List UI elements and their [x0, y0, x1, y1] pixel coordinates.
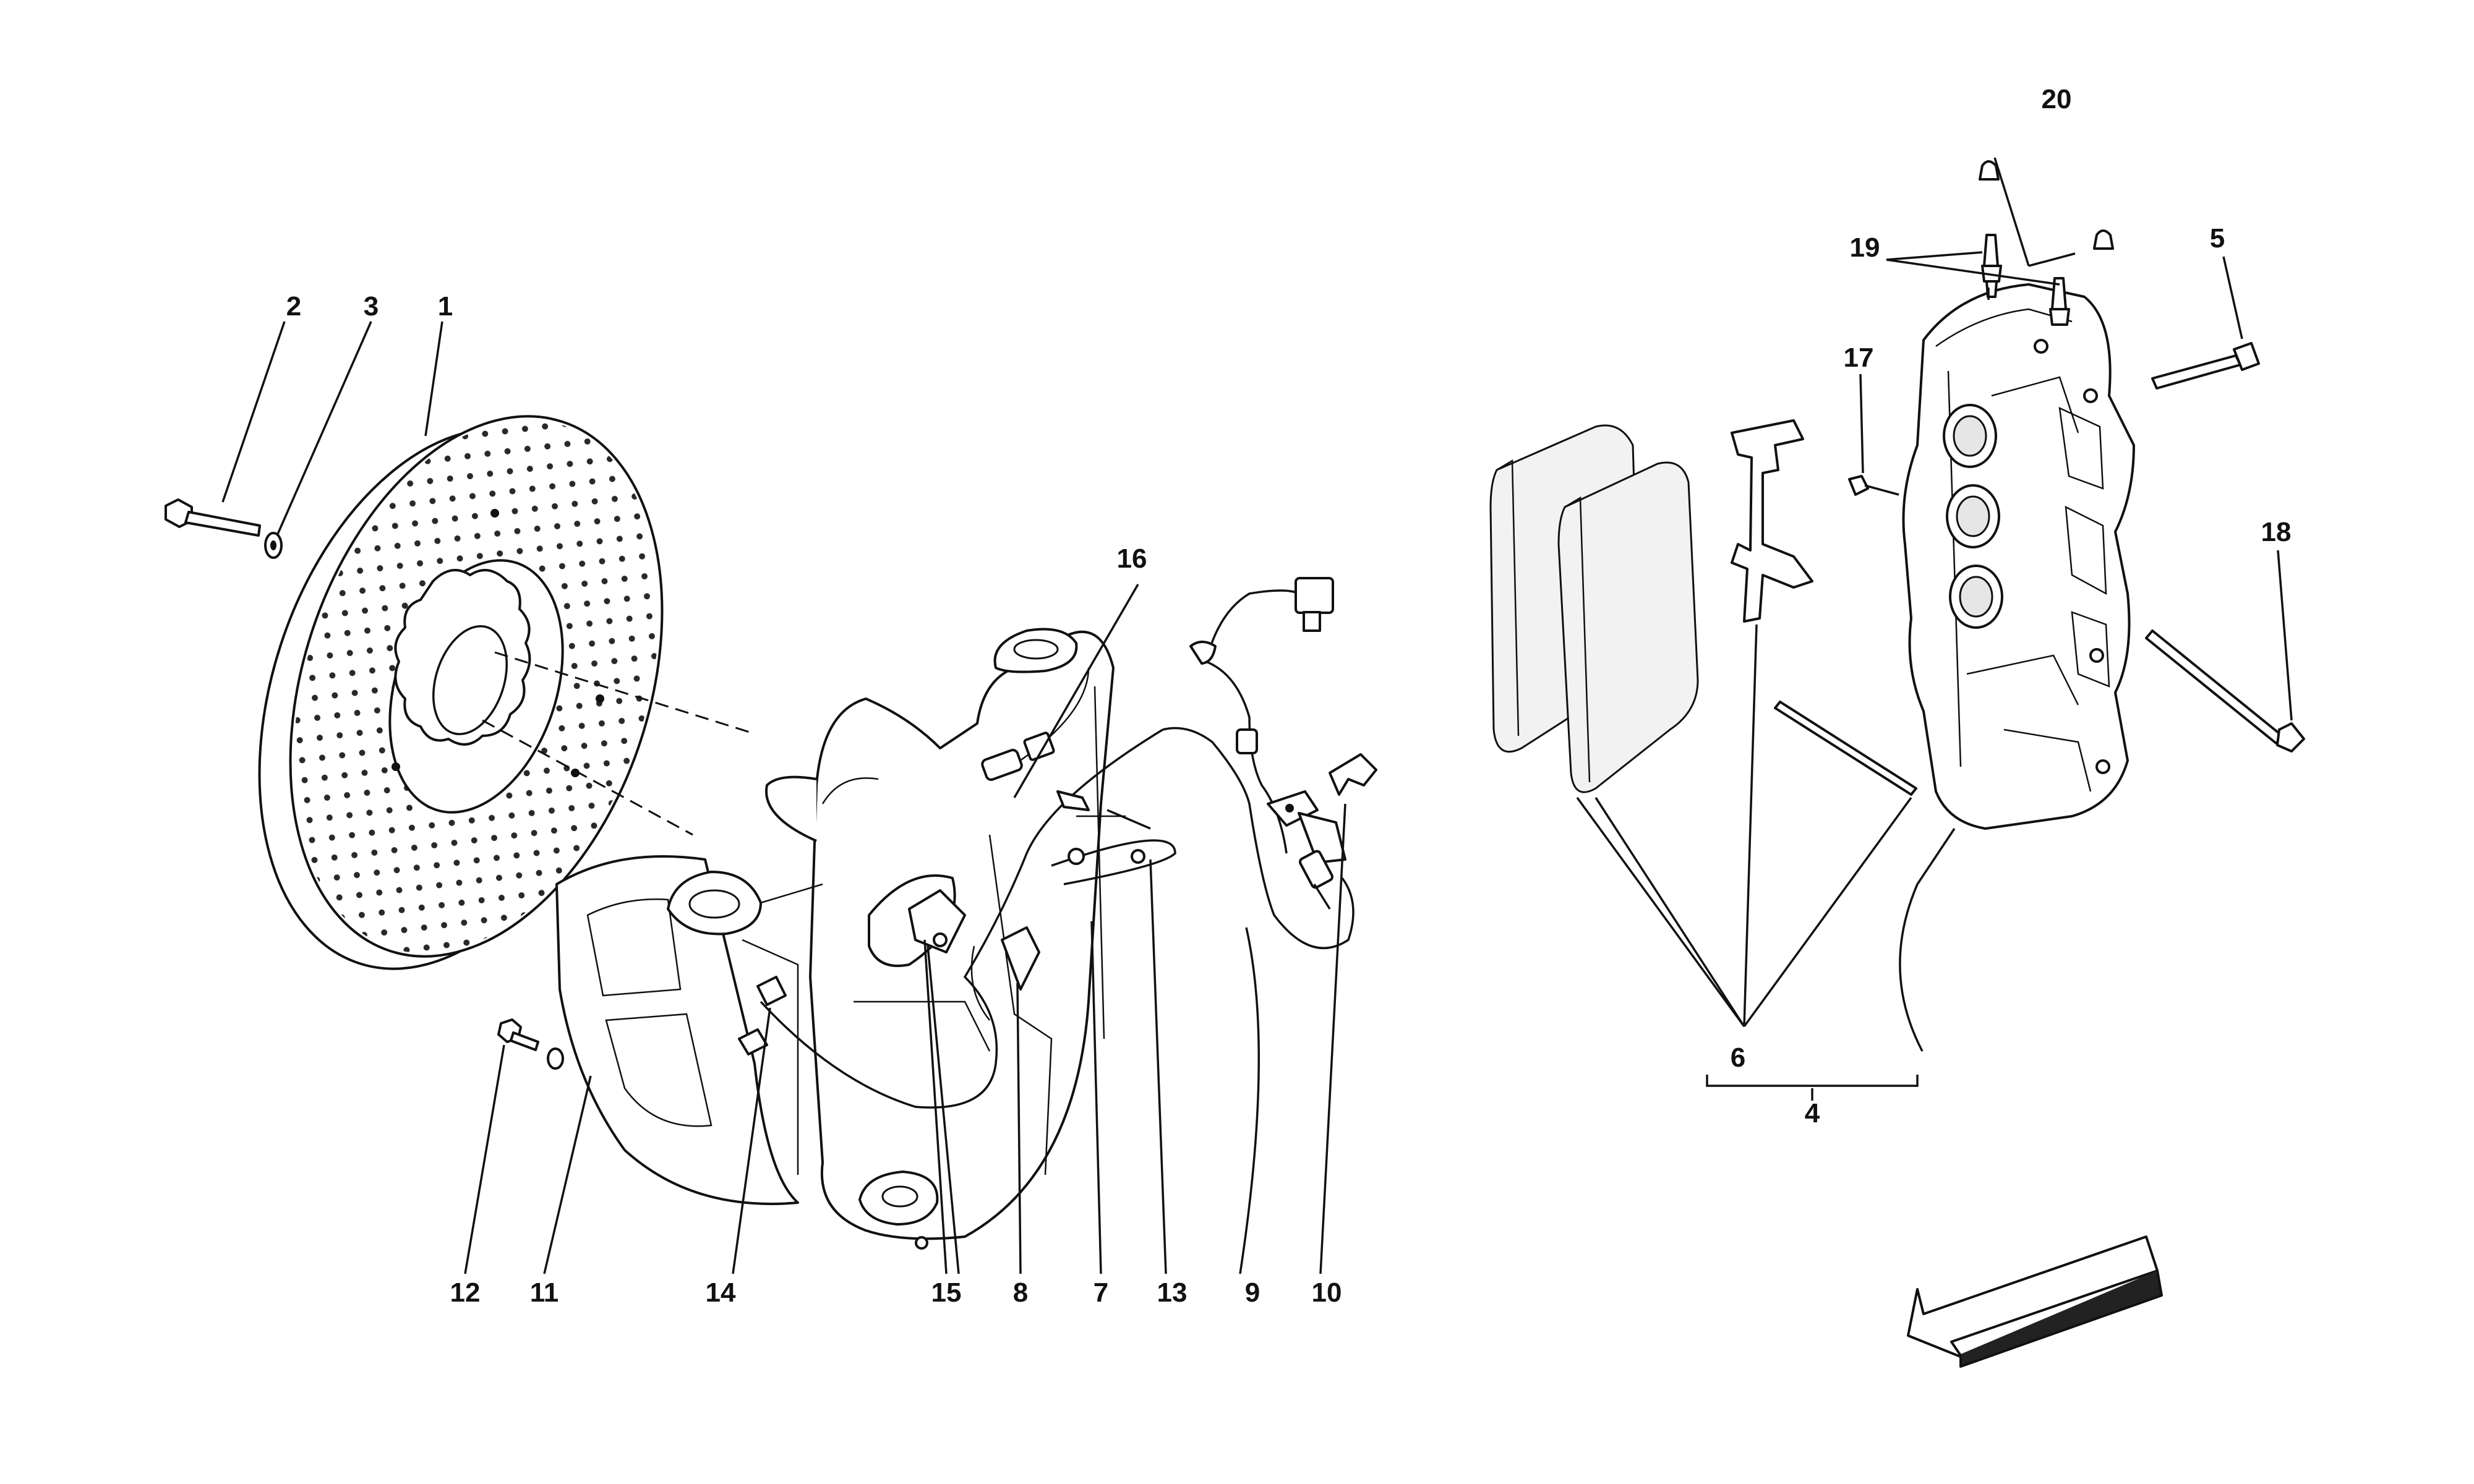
sensor-bracket	[1267, 790, 1346, 864]
caliper-bolt-lower	[2145, 629, 2305, 753]
hose-fitting	[981, 731, 1151, 865]
leader-lines	[221, 157, 2293, 1274]
direction-arrow	[1907, 1235, 2163, 1368]
disc-washer	[264, 532, 283, 559]
pad-retaining-pin	[1774, 701, 1917, 796]
hub-carrier	[667, 628, 1126, 1250]
callout-12: 12	[450, 1277, 481, 1308]
pad-spring-clip	[1731, 419, 1813, 623]
callout-11: 11	[530, 1277, 559, 1308]
callout-5: 5	[2210, 223, 2225, 254]
hose-clip-bracket	[908, 889, 1040, 991]
bleed-valve	[1981, 234, 2070, 326]
callout-15: 15	[931, 1277, 962, 1308]
disc-axis-line-2	[482, 719, 693, 836]
callout-14: 14	[706, 1277, 736, 1308]
disc-axis-line-1	[494, 651, 752, 734]
callout-3: 3	[364, 291, 379, 322]
callout-9: 9	[1245, 1277, 1260, 1308]
bleed-valve-cap	[1979, 160, 2114, 250]
caliper-bolt-upper	[2151, 342, 2260, 390]
callout-7: 7	[1094, 1277, 1108, 1308]
callout-20: 20	[2042, 84, 2072, 114]
brake-caliper	[1902, 283, 2135, 830]
callout-8: 8	[1013, 1277, 1028, 1308]
callout-2: 2	[286, 291, 301, 322]
small-bolt	[497, 1018, 564, 1070]
callout-labels: 2 3 1 16 20 19 5 17 18 6 4 12 11 14 15 8…	[286, 84, 2292, 1308]
callout-19: 19	[1850, 232, 1880, 263]
pad-wear-sensor	[1299, 850, 1333, 910]
harness-clip	[738, 976, 787, 1055]
callout-18: 18	[2261, 517, 2292, 547]
brake-shield	[555, 855, 799, 1205]
caliper-screw	[1848, 475, 1899, 496]
callout-1: 1	[438, 291, 453, 322]
callout-13: 13	[1157, 1277, 1188, 1308]
disc-bolt	[165, 498, 261, 537]
callout-16: 16	[1117, 544, 1147, 574]
callout-17: 17	[1844, 343, 1874, 373]
callout-10: 10	[1312, 1277, 1342, 1308]
callout-4: 4	[1805, 1098, 1820, 1128]
wheel-speed-sensor-connector	[1189, 577, 1334, 754]
brake-disc	[258, 415, 664, 970]
callout-6: 6	[1731, 1043, 1745, 1073]
retaining-clip	[1329, 753, 1377, 796]
brake-pad-inner	[1557, 461, 1699, 793]
